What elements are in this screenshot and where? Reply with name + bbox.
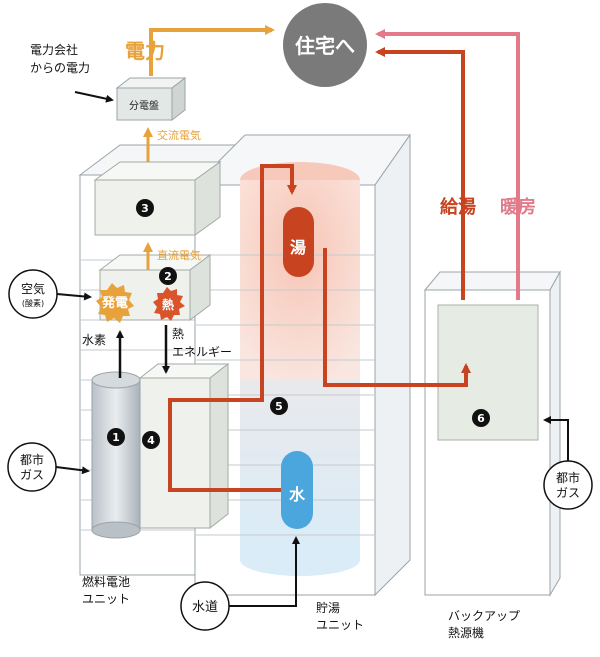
distribution-board: 分電盤 [115,76,187,122]
thermal-energy-label-1: 熱 [172,327,184,341]
heating-flow [375,29,520,300]
water-label: 水 [289,485,306,504]
hot-water-supply-label: 給湯 [440,196,476,218]
inverter-box [93,161,222,236]
power-generation-burst: 発電 [96,283,134,323]
water-supply-input: 水道 [180,536,300,631]
air-note: (酸素) [22,298,44,308]
city-gas-label-left-1: 都市 [20,452,44,467]
marker-2: 2 [159,267,177,285]
gas-cylinder [91,371,141,539]
hot-water-tank: 湯 [283,207,314,277]
svg-text:6: 6 [477,412,485,425]
distribution-board-label: 分電盤 [129,99,159,112]
fuel-cell-unit-label-2: ユニット [82,592,130,606]
marker-6: 6 [472,409,490,427]
utility-power-label-1: 電力会社 [30,42,78,57]
power-flow [143,25,275,270]
hot-water-supply-flow [375,47,465,300]
city-gas-input-right: 都市 ガス [543,416,593,510]
to-house-label: 住宅へ [295,34,355,58]
air-input: 空気 (酸素) [8,269,92,319]
water-supply-label: 水道 [192,600,218,615]
hydrogen-label: 水素 [82,333,106,347]
to-house-circle: 住宅へ [283,3,367,87]
backup-unit-label-2: 熱源機 [448,625,484,640]
storage-unit-label-2: ユニット [316,618,364,632]
svg-text:2: 2 [164,270,172,283]
heat-label: 熱 [162,297,174,312]
hot-water-label: 湯 [290,238,306,257]
water-tank: 水 [281,451,313,529]
heating-label: 暖房 [500,196,536,218]
power-generation-label: 発電 [101,295,128,311]
dc-power-label: 直流電気 [157,248,201,262]
marker-4: 4 [142,431,160,449]
storage-unit-label-1: 貯湯 [316,601,340,615]
thermal-energy-label-2: エネルギー [172,345,232,359]
city-gas-label-left-2: ガス [20,468,44,482]
power-label: 電力 [125,39,165,63]
utility-power-label-2: からの電力 [30,61,90,75]
hot-water-pipe [168,164,471,492]
marker-5: 5 [270,397,288,415]
svg-text:1: 1 [112,431,120,444]
svg-text:4: 4 [147,434,155,447]
marker-3: 3 [136,199,154,217]
heat-exchanger-box [138,362,230,530]
heat-burst: 熱 [153,287,185,321]
marker-1: 1 [107,428,125,446]
air-label: 空気 [21,281,45,296]
city-gas-input-left: 都市 ガス [7,442,90,492]
svg-text:3: 3 [141,202,149,215]
fuel-cell-unit-label-1: 燃料電池 [82,574,130,589]
ac-power-label: 交流電気 [157,128,201,142]
backup-cabinet [423,270,561,597]
city-gas-label-right-2: ガス [556,486,580,500]
svg-text:5: 5 [275,400,283,413]
utility-power-arrow [74,91,114,103]
backup-unit-label-1: バックアップ [448,609,520,623]
city-gas-label-right-1: 都市 [556,470,580,485]
